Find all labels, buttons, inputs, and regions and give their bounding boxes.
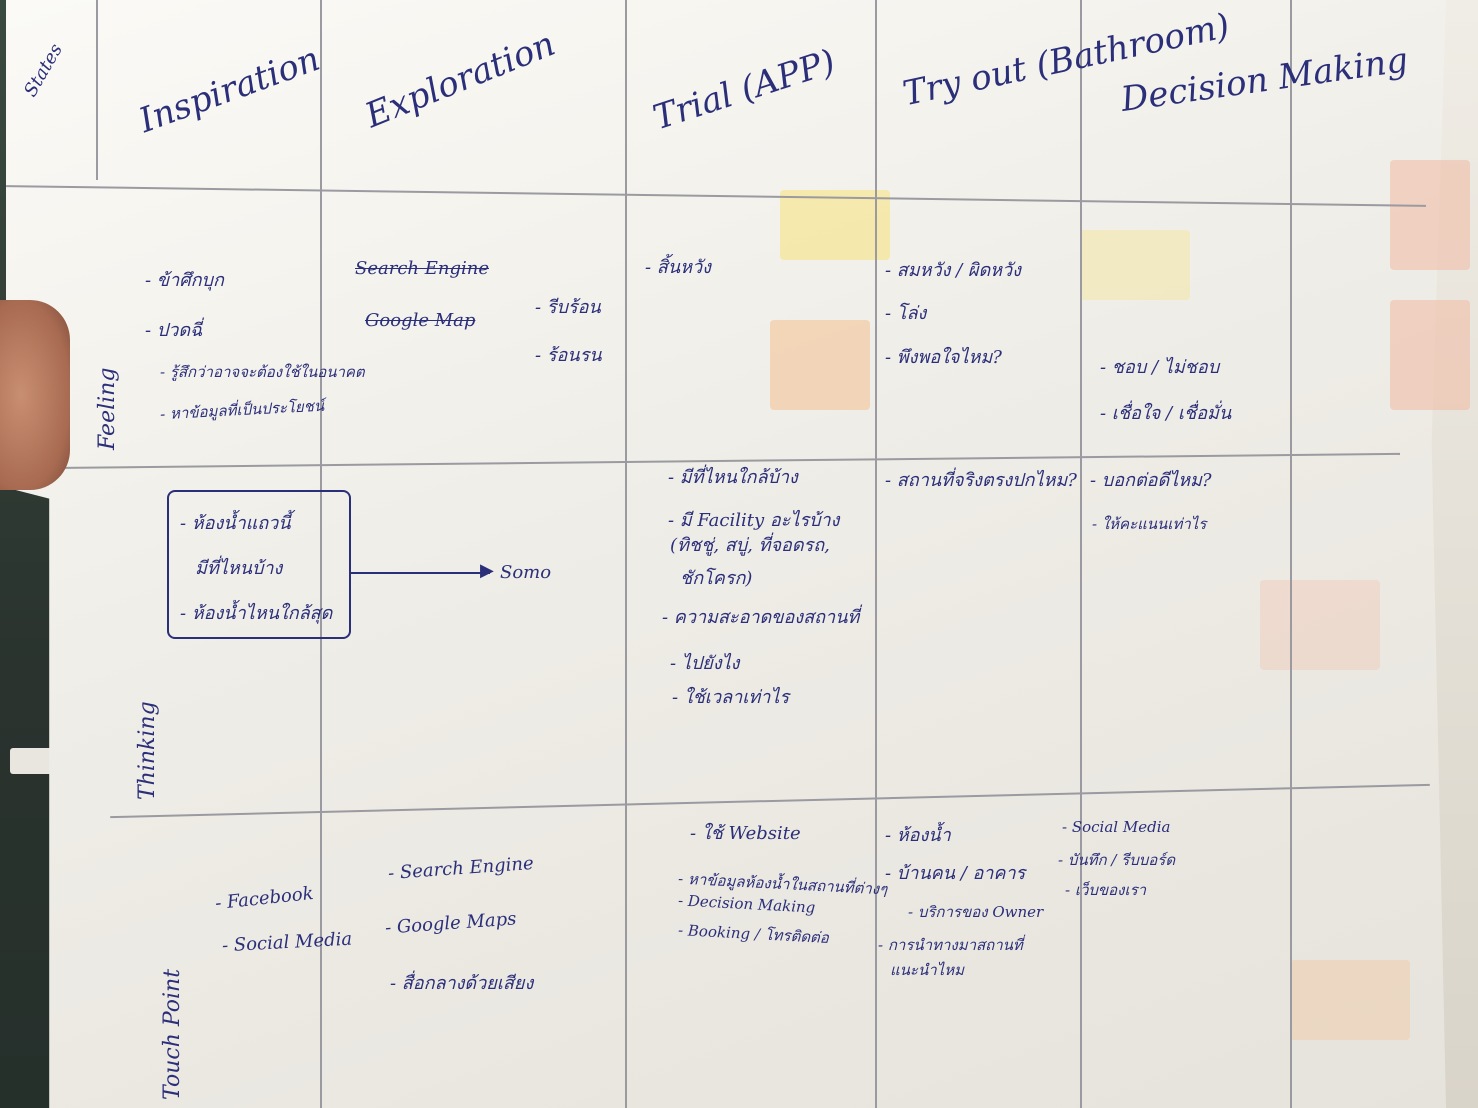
note: - การนำทางมาสถานที่	[878, 936, 1023, 954]
row-label-touch-point: Touch Point	[160, 968, 185, 1100]
note: มีที่ไหนบ้าง	[195, 558, 283, 579]
note: - ความสะอาดของสถานที่	[662, 607, 860, 628]
thinking-callout-box	[167, 490, 351, 639]
note: - ใช้ Website	[690, 823, 801, 844]
note: - มี Facility อะไรบ้าง	[668, 510, 840, 531]
note: - สิ้นหวัง	[645, 257, 711, 278]
note: - รู้สึกว่าอาจจะต้องใช้ในอนาคต	[160, 363, 365, 381]
note: - บริการของ Owner	[908, 903, 1044, 921]
arrow-head-icon: ▶	[480, 560, 494, 581]
grid-line	[875, 0, 877, 1108]
note: - บ้านคน / อาคาร	[885, 863, 1026, 884]
note: แนะนำไหม	[890, 961, 964, 979]
journey-map-sheet	[6, 0, 1446, 1108]
note: - เว็บของเรา	[1065, 881, 1147, 899]
note-crossed: Search Engine	[355, 258, 489, 279]
note: - มีที่ไหนใกล้บ้าง	[668, 467, 798, 488]
note: - ปวดฉี่	[145, 320, 203, 341]
grid-line	[1080, 0, 1082, 1108]
note: - บอกต่อดีไหม?	[1090, 470, 1212, 491]
note: ชักโครก)	[680, 568, 753, 589]
sticky-note	[780, 190, 890, 260]
note: - สื่อกลางด้วยเสียง	[390, 973, 534, 994]
note: - สมหวัง / ผิดหวัง	[885, 260, 1021, 281]
grid-line	[625, 0, 627, 1108]
row-label-feeling: Feeling	[95, 367, 120, 450]
note: - ไปยังไง	[670, 653, 740, 674]
note-crossed: Google Map	[365, 310, 476, 331]
note: - ข้าศึกบุก	[145, 270, 224, 291]
note: - บันทึก / รีบบอร์ด	[1058, 851, 1176, 869]
note: - ให้คะแนนเท่าไร	[1092, 515, 1207, 533]
grid-line	[320, 0, 322, 1108]
note: - ชอบ / ไม่ชอบ	[1100, 357, 1220, 378]
row-label-thinking: Thinking	[135, 701, 160, 800]
grid-line	[1290, 0, 1292, 1108]
note: (ทิชชู่, สบู่, ที่จอดรถ,	[670, 535, 830, 556]
note: - ร้อนรน	[535, 345, 602, 366]
note: - ห้องน้ำไหนใกล้สุด	[180, 603, 333, 624]
note: - สถานที่จริงตรงปกไหม?	[885, 470, 1077, 491]
sticky-note	[1260, 580, 1380, 670]
note: - โล่ง	[885, 303, 927, 324]
note: - พึงพอใจไหม?	[885, 347, 1002, 368]
note: Somo	[500, 562, 552, 583]
note: - Social Media	[1062, 818, 1171, 836]
note: - รีบร้อน	[535, 297, 601, 318]
sticky-note	[1080, 230, 1190, 300]
note: - เชื่อใจ / เชื่อมั่น	[1100, 403, 1232, 424]
sticky-note	[1390, 300, 1470, 410]
note: - ใช้เวลาเท่าไร	[672, 687, 790, 708]
sticky-note	[1290, 960, 1410, 1040]
person-hand	[0, 300, 70, 490]
sticky-note	[770, 320, 870, 410]
note: - ห้องน้ำแถวนี้	[180, 513, 291, 534]
note: - ห้องน้ำ	[885, 825, 951, 846]
grid-line	[96, 0, 98, 180]
arrow	[350, 572, 490, 574]
sticky-note	[1390, 160, 1470, 270]
